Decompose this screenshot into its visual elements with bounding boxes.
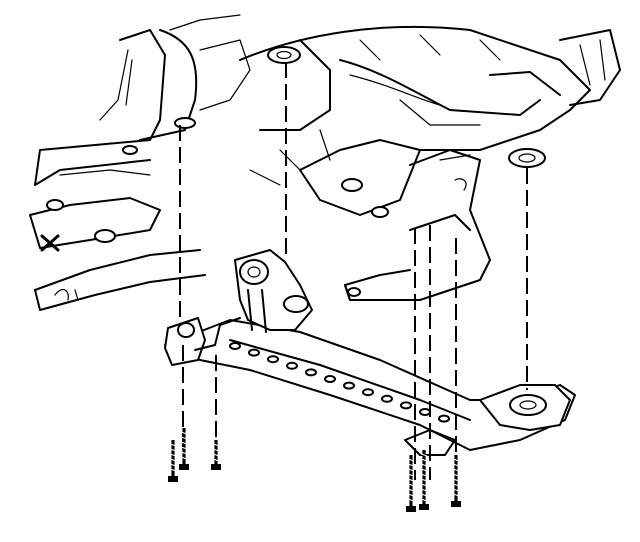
beam-hole: [267, 355, 279, 364]
bolt: [168, 440, 178, 482]
beam-hole: [343, 381, 355, 390]
crossmember: [164, 249, 576, 456]
beam-hole: [305, 368, 317, 377]
bolt: [179, 428, 189, 470]
beam-hole: [324, 375, 336, 383]
beam-hole: [362, 388, 374, 397]
beam-hole: [229, 342, 241, 350]
beam-hole: [438, 414, 450, 423]
bolt: [451, 455, 461, 507]
underbody-structure: [29, 14, 621, 311]
beam-hole: [419, 408, 431, 416]
beam-hole: [286, 361, 298, 370]
beam-hole: [248, 348, 260, 357]
bolt: [406, 455, 416, 512]
fasteners: [168, 428, 461, 512]
beam-hole: [381, 394, 393, 403]
bolt: [419, 450, 429, 510]
beam-hole: [400, 401, 412, 410]
beam-holes: [229, 342, 450, 423]
alignment-lines: [179, 62, 528, 480]
bolt: [211, 440, 221, 470]
